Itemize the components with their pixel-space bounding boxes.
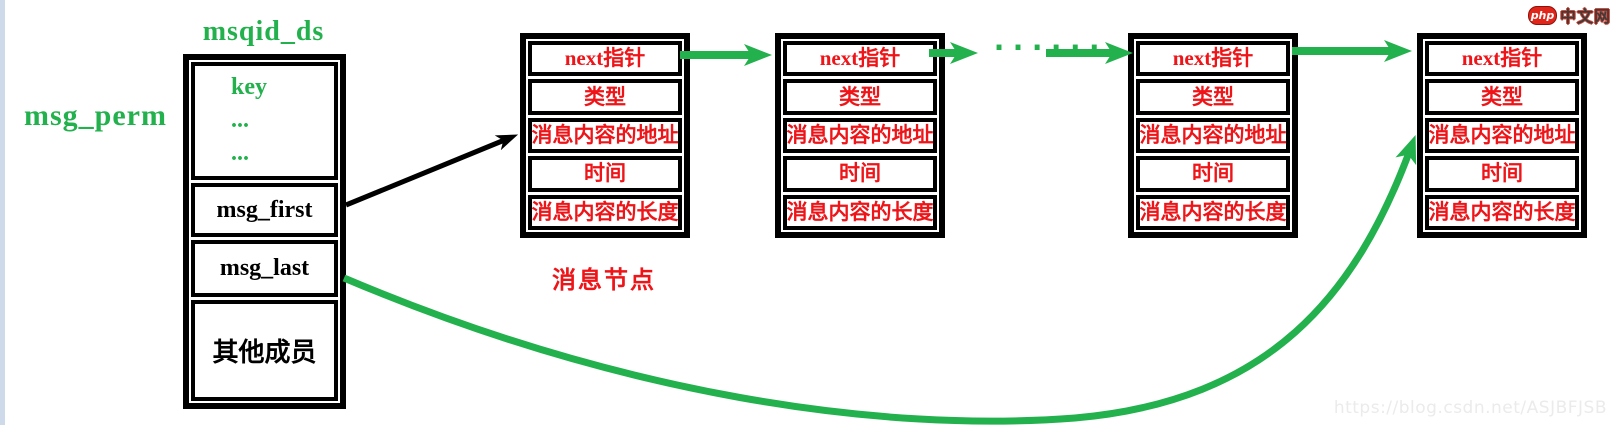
- watermark-url: https://blog.csdn.net/ASJBFJSB: [1333, 398, 1607, 418]
- node-row-content-length: 消息内容的长度: [1136, 194, 1290, 231]
- node-row-next-pointer: next指针: [528, 41, 682, 77]
- chain-ellipsis: ......: [990, 23, 1105, 58]
- node-row-time: 时间: [1136, 156, 1290, 192]
- node-row-time: 时间: [1425, 156, 1579, 192]
- msqid-ds-box: key ... ... msg_first msg_last 其他成员: [183, 54, 346, 409]
- node-row-content-address: 消息内容的地址: [1425, 117, 1579, 154]
- node-row-content-address: 消息内容的地址: [1136, 117, 1290, 154]
- struct-line-dots2: ...: [231, 140, 249, 166]
- message-node: next指针 类型 消息内容的地址 时间 消息内容的长度: [1417, 33, 1587, 238]
- node-row-next-pointer: next指针: [783, 41, 937, 77]
- node-row-type: 类型: [783, 79, 937, 115]
- struct-cell-msg-first: msg_first: [191, 183, 338, 237]
- struct-cell-header: key ... ...: [191, 62, 338, 180]
- node-row-time: 时间: [528, 156, 682, 192]
- struct-line-dots1: ...: [231, 107, 249, 133]
- node-row-type: 类型: [1425, 79, 1579, 115]
- struct-line-key: key: [231, 74, 267, 100]
- struct-cell-msg-last: msg_last: [191, 240, 338, 297]
- node-row-content-address: 消息内容的地址: [528, 117, 682, 154]
- site-logo-text: 中文网: [1559, 7, 1611, 26]
- msg-perm-label: msg_perm: [24, 99, 167, 132]
- message-node: next指针 类型 消息内容的地址 时间 消息内容的长度: [520, 33, 690, 238]
- node-row-type: 类型: [1136, 79, 1290, 115]
- node-row-content-length: 消息内容的长度: [783, 194, 937, 231]
- node-row-time: 时间: [783, 156, 937, 192]
- node-row-content-address: 消息内容的地址: [783, 117, 937, 154]
- node-row-content-length: 消息内容的长度: [528, 194, 682, 231]
- node-row-content-length: 消息内容的长度: [1425, 194, 1579, 231]
- node-caption: 消息节点: [552, 266, 656, 294]
- struct-cell-other-members: 其他成员: [191, 300, 338, 401]
- struct-title: msqid_ds: [202, 16, 325, 47]
- node-row-next-pointer: next指针: [1136, 41, 1290, 77]
- page-edge-strip: [0, 0, 5, 425]
- node-row-type: 类型: [528, 79, 682, 115]
- site-logo: php 中文网: [1527, 3, 1611, 27]
- arrow-msg-first: [345, 134, 519, 208]
- php-logo-badge: php: [1527, 5, 1557, 25]
- message-node: next指针 类型 消息内容的地址 时间 消息内容的长度: [775, 33, 945, 238]
- node-row-next-pointer: next指针: [1425, 41, 1579, 77]
- message-node: next指针 类型 消息内容的地址 时间 消息内容的长度: [1128, 33, 1298, 238]
